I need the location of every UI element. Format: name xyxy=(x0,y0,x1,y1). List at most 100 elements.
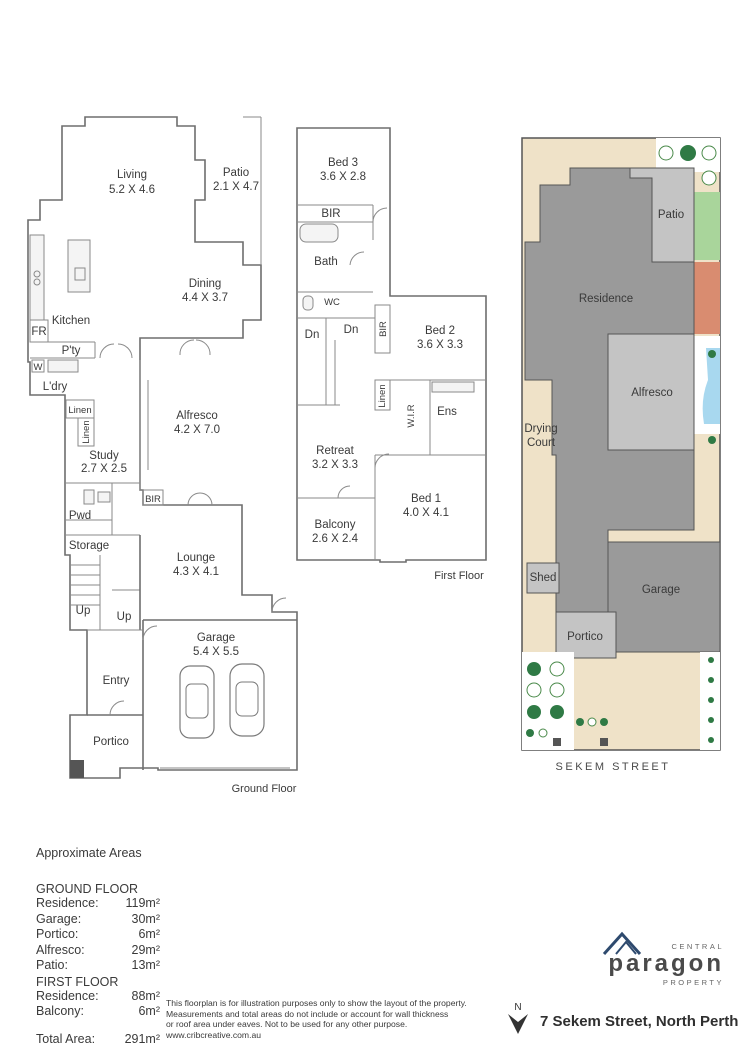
logo-top-text: CENTRAL xyxy=(671,942,724,951)
room-up2-name: Up xyxy=(117,611,132,623)
site-shed xyxy=(526,562,560,594)
areas-value: 13m² xyxy=(131,958,160,972)
room-alfresco-dims: 4.2 X 7.0 xyxy=(174,424,220,436)
areas-row: Patio: 13m² xyxy=(36,958,160,974)
room-balcony-name: Balcony xyxy=(315,519,356,531)
areas-row: Balcony: 6m² xyxy=(36,1004,160,1020)
room-bed2-dims: 3.6 X 3.3 xyxy=(417,339,463,351)
site-label-shed: Shed xyxy=(530,572,557,584)
areas-ground-heading: GROUND FLOOR xyxy=(36,882,139,896)
areas-label: Patio: xyxy=(36,958,68,972)
areas-total-row: Total Area:291m² xyxy=(36,1032,160,1048)
areas-value: 119m² xyxy=(125,896,160,910)
north-arrow-icon: N xyxy=(508,1002,528,1034)
site-deck xyxy=(694,262,720,334)
room-linen1-name: Linen xyxy=(68,405,91,416)
room-balcony-dims: 2.6 X 2.4 xyxy=(312,533,359,545)
site-plants xyxy=(526,145,717,746)
kitchen-island xyxy=(67,239,91,293)
areas-row: Garage: 30m² xyxy=(36,912,160,928)
areas-value: 30m² xyxy=(131,911,160,926)
logo-bottom-text: PROPERTY xyxy=(662,978,724,987)
garage-car-right xyxy=(229,663,265,737)
room-pantry-name: P'ty xyxy=(62,345,81,357)
areas-label: Residence: xyxy=(36,988,99,1003)
areas-row: Residence: 88m² xyxy=(36,989,160,1005)
disclaimer-link[interactable]: www.cribcreative.com.au xyxy=(166,1029,262,1040)
room-linen-ff-name: Linen xyxy=(377,384,388,407)
mountain-icon xyxy=(602,931,642,956)
room-w-name: W xyxy=(34,362,43,373)
room-dn1-name: Dn xyxy=(305,329,320,341)
room-dining-dims: 4.4 X 3.7 xyxy=(182,292,228,304)
site-garage xyxy=(607,541,721,653)
site-label-garage: Garage xyxy=(642,584,680,596)
room-bed1-name: Bed 1 xyxy=(411,493,441,505)
areas-label: Garage: xyxy=(36,911,82,926)
room-bed3-name: Bed 3 xyxy=(328,157,358,169)
room-wir-name: W.I.R xyxy=(406,404,417,427)
room-alfresco-name: Alfresco xyxy=(176,410,218,422)
room-garage-name: Garage xyxy=(197,632,235,644)
paragon-logo: CENTRAL paragon PROPERTY xyxy=(598,928,728,990)
disclaimer-line: Measurements and total areas do not incl… xyxy=(166,1008,449,1019)
site-label-drying-2: Court xyxy=(527,437,556,449)
ground-stairs xyxy=(70,555,140,630)
room-bir-name: BIR xyxy=(145,494,161,505)
site-label-alfresco: Alfresco xyxy=(631,387,673,399)
first-floor-caption: First Floor xyxy=(434,570,484,582)
site-plan: Patio Residence Alfresco Drying Court Sh… xyxy=(521,137,721,773)
room-ens-name: Ens xyxy=(437,406,457,418)
room-portico-name: Portico xyxy=(93,736,129,748)
disclaimer-line: This floorplan is for illustration purpo… xyxy=(166,998,467,1008)
areas-heading: Approximate Areas xyxy=(36,846,142,860)
room-up1-name: Up xyxy=(76,605,91,617)
room-patio-dims: 2.1 X 4.7 xyxy=(213,181,259,193)
room-bath-name: Bath xyxy=(314,256,338,268)
areas-value: 6m² xyxy=(138,1004,160,1018)
site-label-portico: Portico xyxy=(567,631,603,643)
room-entry-name: Entry xyxy=(103,675,130,687)
room-retreat-name: Retreat xyxy=(316,445,355,457)
room-laundry-name: L'dry xyxy=(43,381,68,393)
room-garage-dims: 5.4 X 5.5 xyxy=(193,646,239,658)
site-label-residence: Residence xyxy=(579,293,633,305)
areas-label: Portico: xyxy=(36,927,79,941)
room-living-dims: 5.2 X 4.6 xyxy=(109,184,155,196)
room-bed1-dims: 4.0 X 4.1 xyxy=(403,507,449,519)
site-patio xyxy=(629,167,695,263)
areas-value: 88m² xyxy=(131,988,160,1003)
areas-label: Alfresco: xyxy=(36,942,85,957)
north-arrow-label: N xyxy=(514,1002,521,1013)
areas-label: Balcony: xyxy=(36,1004,84,1018)
areas-row: Portico: 6m² xyxy=(36,927,160,943)
room-patio-name: Patio xyxy=(223,167,249,179)
first-floor-outline xyxy=(296,127,487,563)
disclaimer-line: or roof area under eaves. Not to be used… xyxy=(166,1019,408,1029)
areas-total-value: 291m² xyxy=(124,1031,160,1046)
room-living-name: Living xyxy=(117,169,147,181)
ground-floor-outline xyxy=(27,116,298,779)
areas-row: Alfresco: 29m² xyxy=(36,943,160,959)
areas-value: 6m² xyxy=(138,927,160,941)
room-dining-name: Dining xyxy=(189,278,222,290)
room-kitchen-name: Kitchen xyxy=(52,315,90,327)
areas-label: Residence: xyxy=(36,896,99,910)
garage-car-left xyxy=(179,665,215,739)
site-label-drying-1: Drying xyxy=(524,423,557,435)
areas-table: Approximate Areas GROUND FLOOR Residence… xyxy=(36,846,160,1047)
site-alfresco xyxy=(607,333,695,451)
room-lounge-dims: 4.3 X 4.1 xyxy=(173,566,219,578)
room-pwd-name: Pwd xyxy=(69,510,91,522)
room-lounge-name: Lounge xyxy=(177,552,215,564)
ground-floor-caption: Ground Floor xyxy=(232,783,297,795)
areas-value: 29m² xyxy=(131,942,160,957)
ground-floor-plan: Living 5.2 X 4.6 Patio 2.1 X 4.7 Dining … xyxy=(27,116,298,795)
room-wc-name: WC xyxy=(324,297,340,308)
site-pool xyxy=(702,348,720,424)
site-label-patio: Patio xyxy=(658,209,684,221)
site-street-name: SEKEM STREET xyxy=(556,761,671,773)
property-address: 7 Sekem Street, North Perth xyxy=(540,1013,739,1030)
room-linen2-name: Linen xyxy=(81,420,92,443)
